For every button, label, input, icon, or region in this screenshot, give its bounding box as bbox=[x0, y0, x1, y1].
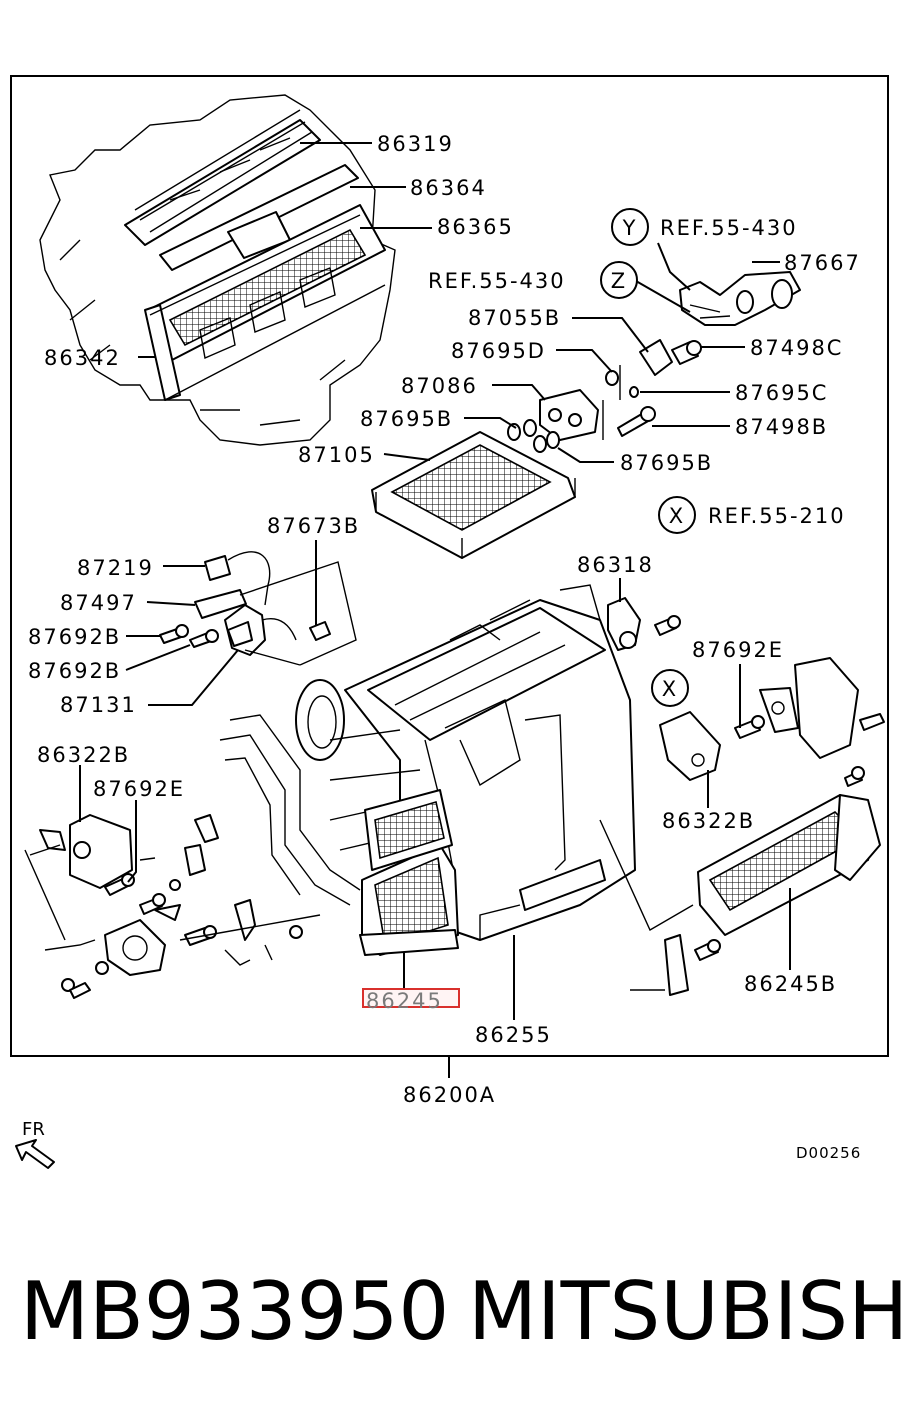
footer: MB933950 MITSUBISHI bbox=[0, 1262, 909, 1372]
actuator-87131-drawing bbox=[224, 604, 297, 656]
case-86342-drawing bbox=[144, 214, 386, 401]
label-86365: 86365 bbox=[437, 215, 514, 239]
seal-86364-drawing bbox=[159, 164, 359, 271]
highlighted-part-86245: 86245 bbox=[362, 988, 460, 1013]
label-87692B-lower: 87692B bbox=[28, 659, 121, 683]
label-87498C: 87498C bbox=[750, 336, 843, 360]
label-87055B: 87055B bbox=[468, 306, 561, 330]
label-87695B-upper: 87695B bbox=[360, 407, 453, 431]
label-ref-y: REF.55-430 bbox=[660, 216, 798, 240]
heater-core-86245B-drawing bbox=[697, 794, 881, 936]
drawing-code: D00256 bbox=[796, 1144, 861, 1162]
label-87086: 87086 bbox=[401, 374, 478, 398]
part-number: MB933950 bbox=[20, 1265, 450, 1358]
label-87498B: 87498B bbox=[735, 415, 828, 439]
label-87667: 87667 bbox=[784, 251, 861, 275]
marker-z: Z bbox=[600, 261, 638, 299]
oring-87695D-drawing bbox=[605, 370, 619, 386]
actuator-86322B-left-drawing bbox=[69, 814, 133, 889]
bracket-lower-right-drawing bbox=[599, 819, 721, 996]
svg-text:FR: FR bbox=[22, 1119, 45, 1140]
marker-x-mid: X bbox=[651, 669, 689, 707]
clip-87673B-drawing bbox=[309, 621, 331, 641]
label-87692E-left: 87692E bbox=[93, 777, 185, 801]
background-housing-drawing bbox=[39, 94, 396, 446]
label-86364: 86364 bbox=[410, 176, 487, 200]
label-87692E-right: 87692E bbox=[692, 638, 784, 662]
label-87497: 87497 bbox=[60, 591, 137, 615]
label-86322B-right: 86322B bbox=[662, 809, 755, 833]
svg-text:Z: Z bbox=[611, 269, 627, 293]
label-86319: 86319 bbox=[377, 132, 454, 156]
label-ref-z: REF.55-430 bbox=[428, 269, 566, 293]
leader-lines bbox=[79, 142, 791, 1020]
frame-label-86200A: 86200A bbox=[403, 1083, 496, 1107]
connector-87219-drawing bbox=[204, 551, 271, 606]
bolt-87498B-drawing bbox=[617, 406, 656, 437]
svg-text:Y: Y bbox=[622, 216, 638, 240]
label-86318: 86318 bbox=[577, 553, 654, 577]
screws-87692B-drawing bbox=[159, 624, 219, 648]
bracket-87055B-drawing bbox=[639, 339, 673, 376]
label-86245B: 86245B bbox=[744, 972, 837, 996]
duct-87667-drawing bbox=[679, 271, 801, 326]
pipes-drawing bbox=[219, 714, 361, 906]
label-86322B-left: 86322B bbox=[37, 743, 130, 767]
fr-arrow-icon: FR bbox=[15, 1119, 55, 1169]
bolt-87498C-drawing bbox=[671, 340, 702, 365]
label-87105: 87105 bbox=[298, 443, 375, 467]
label-ref-x: REF.55-210 bbox=[708, 504, 846, 528]
flange-drawing bbox=[734, 657, 885, 787]
valve-87086-drawing bbox=[539, 389, 599, 441]
filter-86319-drawing bbox=[124, 109, 321, 246]
label-87692B-upper: 87692B bbox=[28, 625, 121, 649]
brand-name: MITSUBISHI bbox=[468, 1265, 909, 1358]
label-87673B: 87673B bbox=[267, 514, 360, 538]
actuator-86322B-right-drawing bbox=[659, 711, 721, 781]
svg-text:86245: 86245 bbox=[366, 989, 443, 1013]
label-87695C: 87695C bbox=[735, 381, 828, 405]
label-87695D: 87695D bbox=[451, 339, 546, 363]
bracket-87497-drawing bbox=[194, 589, 247, 619]
svg-text:X: X bbox=[669, 504, 685, 528]
label-87131: 87131 bbox=[60, 693, 137, 717]
heater-core-86245-drawing bbox=[359, 789, 459, 956]
orings-87695B-drawing bbox=[507, 419, 560, 453]
evaporator-87105-drawing bbox=[371, 431, 576, 559]
motor-86318-drawing bbox=[607, 597, 681, 651]
frame-86365-drawing bbox=[147, 204, 386, 361]
marker-x-top: X bbox=[658, 496, 696, 534]
label-87695B-lower: 87695B bbox=[620, 451, 713, 475]
lever-linkage-drawing bbox=[24, 814, 321, 999]
label-86255: 86255 bbox=[475, 1023, 552, 1047]
svg-text:X: X bbox=[662, 677, 678, 701]
parts-diagram: Y Z X X 86319 86364 86365 86342 REF.55-4… bbox=[10, 75, 889, 1169]
label-86342: 86342 bbox=[44, 346, 121, 370]
heater-unit-86255-drawing bbox=[295, 584, 636, 941]
oring-87695C-drawing bbox=[629, 386, 639, 398]
label-87219: 87219 bbox=[77, 556, 154, 580]
marker-y: Y bbox=[611, 208, 649, 246]
